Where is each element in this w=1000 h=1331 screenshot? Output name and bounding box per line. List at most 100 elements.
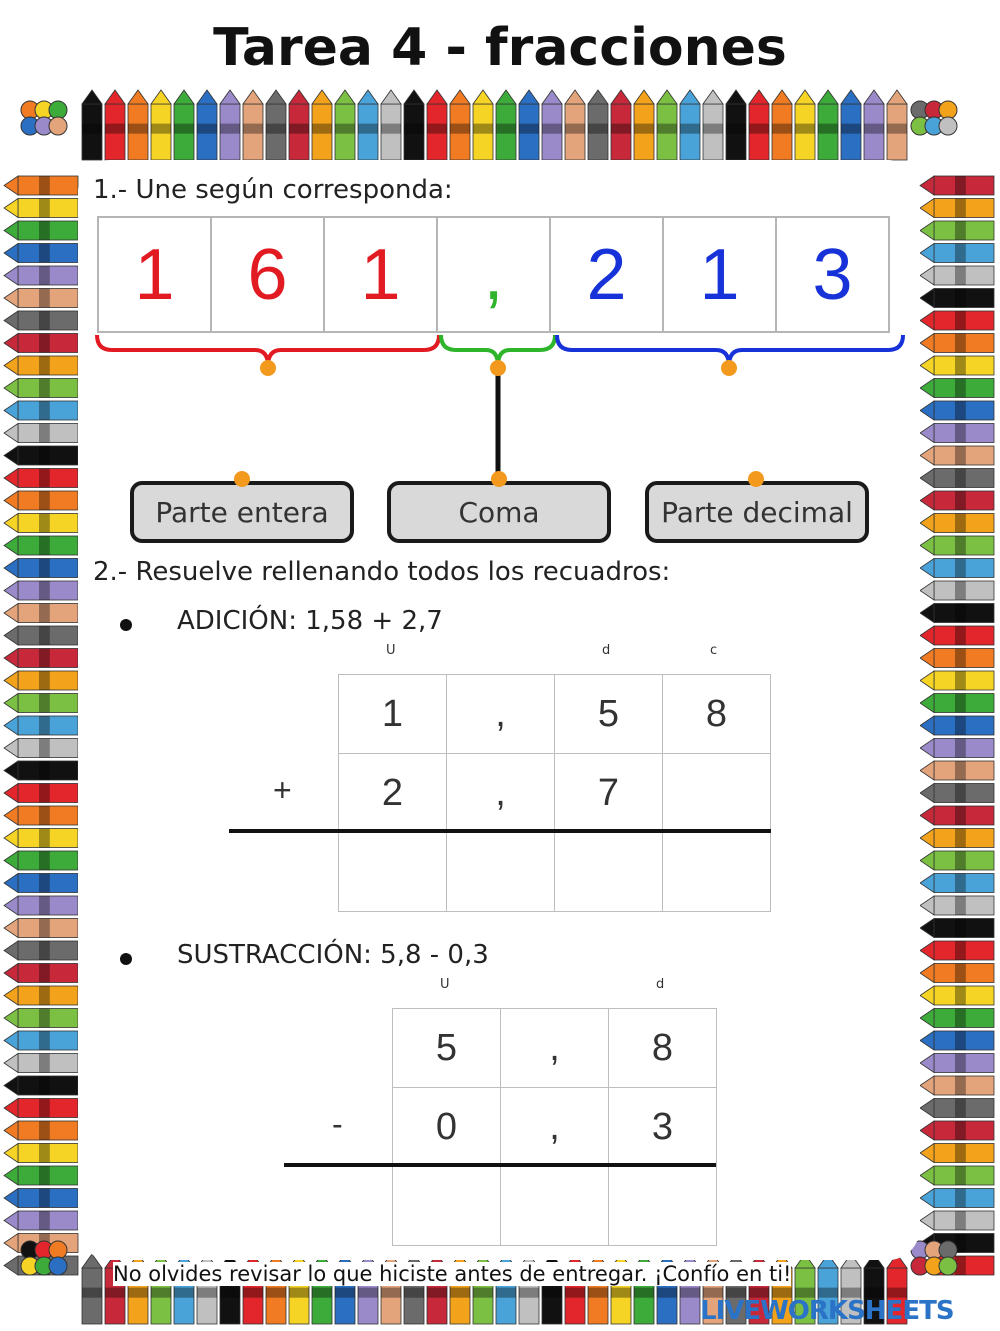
crayon bbox=[919, 805, 995, 826]
crayon bbox=[817, 89, 839, 161]
answer-cell[interactable] bbox=[554, 832, 663, 912]
grid-cell: 8 bbox=[608, 1008, 717, 1088]
question-2-heading: 2.- Resuelve rellenando todos los recuad… bbox=[93, 557, 671, 587]
grid-cell: 5 bbox=[554, 674, 663, 754]
subtraction-result-line bbox=[284, 1163, 716, 1167]
crayon bbox=[919, 332, 995, 354]
question-1-heading: 1.- Une según corresponda: bbox=[93, 175, 453, 205]
crayon bbox=[919, 827, 995, 849]
crayon bbox=[919, 602, 995, 624]
crayon bbox=[919, 625, 995, 646]
crayon bbox=[919, 287, 995, 309]
crayon bbox=[3, 782, 79, 804]
crayon bbox=[495, 89, 517, 161]
column-header-tenths: d bbox=[656, 977, 665, 992]
label-coma[interactable]: Coma bbox=[387, 481, 611, 543]
crayon bbox=[863, 1253, 885, 1325]
crayon bbox=[3, 850, 79, 871]
answer-cell[interactable] bbox=[338, 832, 447, 912]
column-header-units: U bbox=[440, 977, 450, 992]
crayon bbox=[3, 220, 79, 241]
crayon bbox=[919, 1007, 995, 1029]
label-decimal-dot[interactable] bbox=[748, 471, 764, 487]
crayon bbox=[587, 89, 609, 161]
crayon bbox=[265, 89, 287, 161]
answer-cell[interactable] bbox=[392, 1166, 501, 1246]
crayon bbox=[3, 827, 79, 849]
crayon bbox=[564, 89, 586, 161]
crayon bbox=[886, 1253, 908, 1325]
crayon bbox=[426, 89, 448, 161]
liveworksheets-logo: LIVEWORKSHEETS bbox=[700, 1296, 955, 1326]
page-title: Tarea 4 - fracciones bbox=[213, 18, 787, 78]
crayon bbox=[3, 1097, 79, 1119]
crayon bbox=[3, 1187, 79, 1209]
crayon bbox=[3, 265, 79, 286]
crayon bbox=[919, 1052, 995, 1074]
comma-match-dot[interactable] bbox=[490, 360, 506, 376]
crayon bbox=[610, 89, 632, 161]
crayon bbox=[3, 1142, 79, 1164]
table-row: 2 , 7 bbox=[338, 753, 771, 833]
crayon bbox=[656, 89, 678, 161]
crayon bbox=[919, 242, 995, 264]
crayon bbox=[919, 850, 995, 871]
table-row bbox=[392, 1166, 717, 1246]
addition-grid: 1 , 5 8 2 , 7 bbox=[338, 674, 771, 912]
answer-cell[interactable] bbox=[662, 753, 771, 833]
grid-cell: , bbox=[500, 1008, 609, 1088]
decimal-match-dot[interactable] bbox=[721, 360, 737, 376]
crayon bbox=[919, 467, 995, 489]
answer-cell[interactable] bbox=[446, 832, 555, 912]
subtraction-grid: 5 , 8 0 , 3 bbox=[392, 1008, 717, 1246]
crayon bbox=[794, 1253, 816, 1325]
crayon bbox=[919, 1187, 995, 1209]
crayon bbox=[919, 737, 995, 759]
crayon bbox=[919, 512, 995, 534]
table-row: 5 , 8 bbox=[392, 1008, 717, 1088]
answer-cell[interactable] bbox=[608, 1166, 717, 1246]
addition-label: ADICIÓN: 1,58 + 2,7 bbox=[177, 606, 443, 636]
crayon bbox=[3, 377, 79, 399]
minus-sign: - bbox=[332, 1106, 343, 1142]
crayon bbox=[104, 89, 126, 161]
crayon bbox=[3, 1007, 79, 1029]
crayon bbox=[3, 512, 79, 534]
grid-cell: , bbox=[446, 753, 555, 833]
crayon bbox=[150, 89, 172, 161]
crayon bbox=[679, 89, 701, 161]
label-entera-dot[interactable] bbox=[234, 471, 250, 487]
label-coma-dot[interactable] bbox=[491, 471, 507, 487]
subtraction-label: SUSTRACCIÓN: 5,8 - 0,3 bbox=[177, 940, 489, 970]
answer-cell[interactable] bbox=[662, 832, 771, 912]
label-parte-entera[interactable]: Parte entera bbox=[130, 481, 354, 543]
grid-cell: 2 bbox=[338, 753, 447, 833]
crayon bbox=[817, 1253, 839, 1325]
crayon bbox=[919, 1075, 995, 1096]
crayon bbox=[3, 872, 79, 894]
crayon bbox=[748, 89, 770, 161]
column-header-hundredths: c bbox=[710, 643, 718, 658]
crayon bbox=[219, 89, 241, 161]
answer-cell[interactable] bbox=[500, 1166, 609, 1246]
crayon bbox=[919, 940, 995, 961]
crayon bbox=[3, 625, 79, 646]
addition-result-line bbox=[229, 829, 771, 833]
label-parte-decimal[interactable]: Parte decimal bbox=[645, 481, 869, 543]
crayon bbox=[334, 89, 356, 161]
crayon bbox=[919, 670, 995, 691]
grid-cell: 1 bbox=[338, 674, 447, 754]
crayon bbox=[919, 692, 995, 714]
crayon bbox=[919, 220, 995, 241]
crayon bbox=[242, 89, 264, 161]
crayon bbox=[3, 1120, 79, 1141]
crayon bbox=[3, 917, 79, 939]
crayon bbox=[196, 89, 218, 161]
crayon bbox=[919, 1097, 995, 1119]
integer-match-dot[interactable] bbox=[260, 360, 276, 376]
crayon bbox=[919, 1120, 995, 1141]
crayon bbox=[919, 422, 995, 444]
crayon bbox=[919, 715, 995, 736]
crayon bbox=[380, 89, 402, 161]
crayon bbox=[3, 535, 79, 556]
